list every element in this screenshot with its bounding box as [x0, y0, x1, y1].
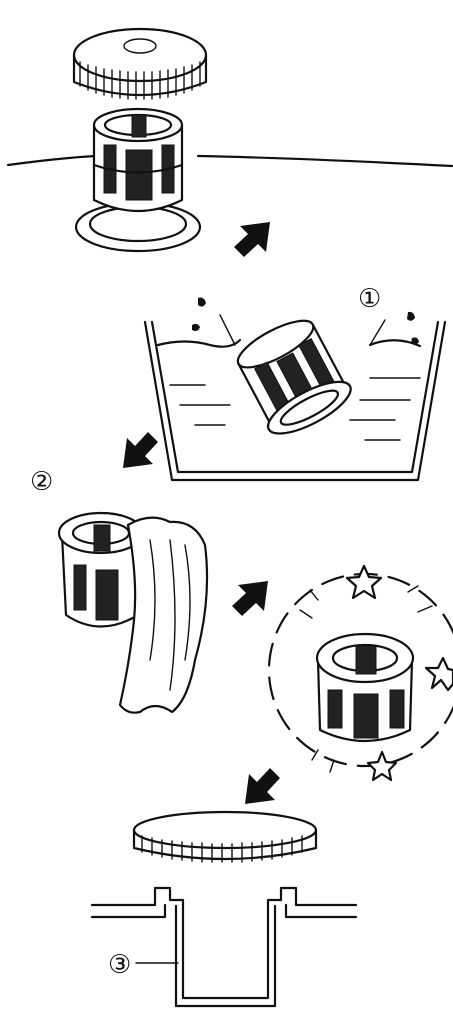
sparkle-star-icon — [347, 566, 381, 598]
panel-rinse-filter: ① — [145, 284, 445, 480]
panel-reinstall: ③ — [92, 812, 356, 1006]
arrow-down-left-icon — [245, 768, 280, 804]
step-marker-wipe: ② — [30, 467, 53, 497]
filter-cap — [74, 29, 206, 99]
filter-basket — [317, 634, 413, 741]
panel-clean-filter — [269, 566, 453, 780]
sparkle-star-icon — [368, 752, 396, 780]
panel-wipe-filter: ② — [30, 467, 207, 713]
filter-basket — [228, 310, 357, 443]
filter-cap — [134, 812, 316, 862]
step-marker-rinse: ① — [358, 284, 381, 314]
filter-basket — [94, 109, 182, 211]
arrow-down-left-icon — [232, 581, 268, 616]
sparkle-star-icon — [426, 658, 453, 690]
step-marker-reinstall: ③ — [108, 950, 131, 980]
arrow-down-left-icon — [234, 222, 270, 257]
panel-remove-filter — [8, 29, 452, 251]
arrow-down-left-icon — [123, 432, 158, 468]
